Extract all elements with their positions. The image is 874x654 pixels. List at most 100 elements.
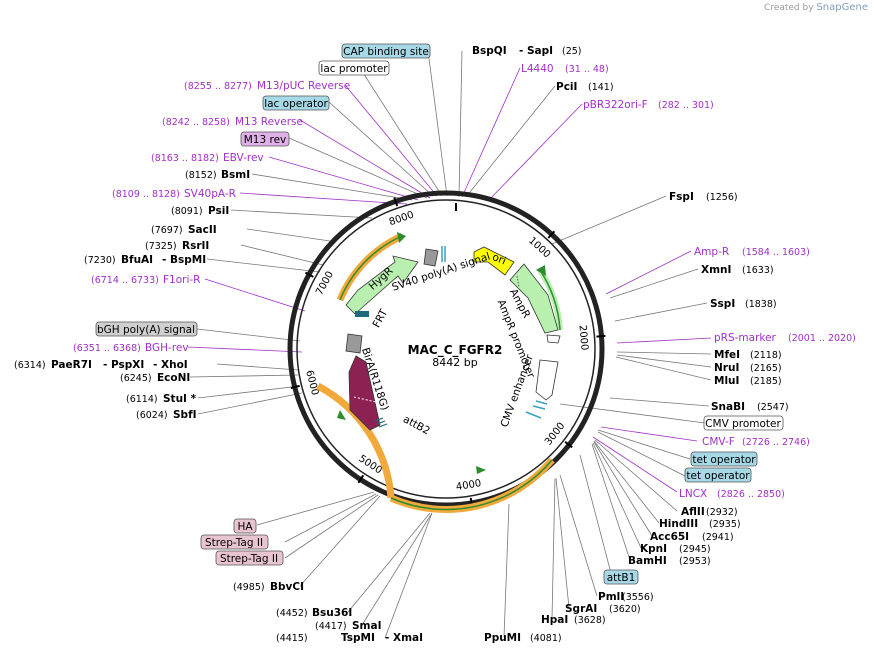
site-hpai: HpaI: [541, 614, 568, 626]
primer-sv40pa: SV40pA-R: [184, 188, 236, 200]
site-snabi-pos: (2547): [757, 402, 789, 413]
site-sbfi: SbfI: [173, 409, 197, 421]
site-aflii-pos: (2932): [706, 507, 738, 518]
site-nrui: NruI: [714, 362, 739, 374]
primer-f1ori: F1ori-R: [163, 274, 200, 286]
site-hpai-pos: (3628): [574, 615, 606, 626]
primer-m13puc-pos: (8255 .. 8277): [184, 81, 252, 92]
bottom-arc-arrowhead: [476, 466, 486, 474]
site-rsrii-pos: (7325): [145, 241, 177, 252]
primer-ampr-pos: (1584 .. 1603): [742, 247, 810, 258]
site-bsu36i-pos: (4452): [276, 608, 308, 619]
site-sacii-pos: (7697): [151, 225, 183, 236]
primer-prs: pRS-marker: [714, 332, 777, 344]
site-sacii: SacII: [188, 224, 217, 236]
site-pmli-pos: (3556): [622, 592, 654, 603]
cmv-enhancer-label: CMV enhancer: [498, 352, 536, 428]
site-sspi-pos: (1838): [745, 299, 777, 310]
site-sapi: SapI: [527, 45, 553, 57]
primer-lncx: LNCX: [679, 488, 707, 500]
primer-m13puc: M13/pUC Reverse: [257, 80, 350, 92]
site-sgrai: SgrAI: [565, 603, 597, 615]
site-sbfi-pos: (6024): [136, 410, 168, 421]
tet-operator-box-2: [684, 467, 752, 483]
tet-operator-label-1: tet operator: [692, 454, 756, 466]
site-bsmi-pos: (8152): [185, 170, 217, 181]
leader-lines: [187, 50, 712, 639]
site-econi: EcoNI: [157, 372, 190, 384]
tick-label-2000: 2000: [577, 325, 590, 351]
site-smai: SmaI: [352, 620, 382, 632]
ampr-promoter-arrow: [546, 334, 561, 344]
tick-label-1000: 1000: [526, 235, 552, 260]
tick-mark-3000: [564, 441, 573, 449]
bgh-polya-signal-label: bGH poly(A) signal: [97, 324, 195, 336]
site-rsrii: RsrII: [182, 240, 209, 252]
ampr-arrow: [509, 263, 559, 334]
ampr-arc-arrowhead: [536, 265, 546, 276]
tick-mark-2000: [596, 334, 606, 338]
strep-tag-label-1: Strep-Tag II: [205, 537, 263, 549]
site-dash-xmai: -: [385, 632, 389, 644]
cmv-enhancer-arrow: [535, 359, 559, 401]
bgh-polya-box: [345, 333, 363, 354]
site-bamhi-pos: (2953): [679, 556, 711, 567]
site-snabi: SnaBI: [711, 401, 745, 413]
site-acc65i-pos: (2941): [702, 532, 734, 543]
site-tspmi-pos: (4415): [276, 633, 308, 644]
primer-bghrev: BGH-rev: [145, 342, 189, 354]
lac-promoter-label: lac promoter: [320, 63, 388, 75]
cap-binding-site-label: CAP binding site: [343, 46, 429, 58]
ori-label: ori: [491, 251, 508, 267]
site-stui: StuI *: [163, 393, 197, 405]
site-pspxi: PspXI: [111, 359, 144, 371]
site-paer7i-pos: (6314): [14, 360, 46, 371]
lac-promoter-box: [318, 60, 390, 76]
strep-tag-box-2: [215, 550, 284, 566]
orf-arc-hygr-inner: [339, 235, 403, 301]
site-fspi-pos: (1256): [706, 192, 738, 203]
ori-dotted-link: [516, 275, 520, 288]
site-aflii: AflII: [681, 506, 705, 518]
site-bamhi: BamHI: [628, 555, 667, 567]
site-dash-pspxi: -: [103, 359, 107, 371]
site-sapi-pos: (25): [562, 46, 582, 57]
site-econi-pos: (6245): [120, 373, 152, 384]
primer-l4440: L4440: [521, 63, 554, 75]
site-bfuai-pos: (7230): [84, 255, 116, 266]
site-hindiii-pos: (2935): [709, 519, 741, 530]
tick-mark-5000: [357, 474, 365, 484]
site-bsu36i: Bsu36I: [312, 607, 352, 619]
m13-rev-box: [240, 131, 290, 147]
site-xmni-pos: (1633): [742, 265, 774, 276]
sv40-marks: [441, 246, 446, 262]
attb2-label: attB2: [401, 413, 432, 437]
site-mfei-pos: (2118): [750, 350, 782, 361]
site-dash-1: -: [519, 45, 523, 57]
site-tspmi: TspMI: [341, 632, 375, 644]
tet-operator-label-2: tet operator: [686, 470, 750, 482]
site-bspmi: BspMI: [170, 254, 206, 266]
sv40-polya-box: [423, 248, 439, 267]
site-bspqi: BspQI: [472, 45, 507, 57]
primer-ebv-pos: (8163 .. 8182): [151, 153, 219, 164]
bgh-polya-signal-box: [95, 321, 198, 337]
plasmid-size: 8442 bp: [432, 356, 477, 369]
site-bsmi: BsmI: [221, 169, 250, 181]
site-mlui-pos: (2185): [750, 376, 782, 387]
primer-f1ori-pos: (6714 .. 6733): [91, 275, 159, 286]
bira-arrow: [348, 355, 381, 431]
site-psii-pos: (8091): [171, 206, 203, 217]
site-xmai: XmaI: [393, 632, 423, 644]
site-fspi: FspI: [669, 191, 694, 203]
site-hindiii: HindIII: [659, 518, 698, 530]
ampr-arc-inner: [539, 269, 561, 331]
strep-tag-label-2: Strep-Tag II: [220, 553, 278, 565]
site-pcii: PciI: [556, 81, 577, 93]
site-mfei: MfeI: [714, 349, 740, 361]
site-pcii-pos: (141): [588, 82, 614, 93]
primer-ampr: Amp-R: [694, 246, 729, 258]
lac-operator-label: lac operator: [264, 98, 328, 110]
primer-bghrev-pos: (6351 .. 6368): [73, 343, 141, 354]
tet-operator-box-1: [690, 451, 758, 467]
